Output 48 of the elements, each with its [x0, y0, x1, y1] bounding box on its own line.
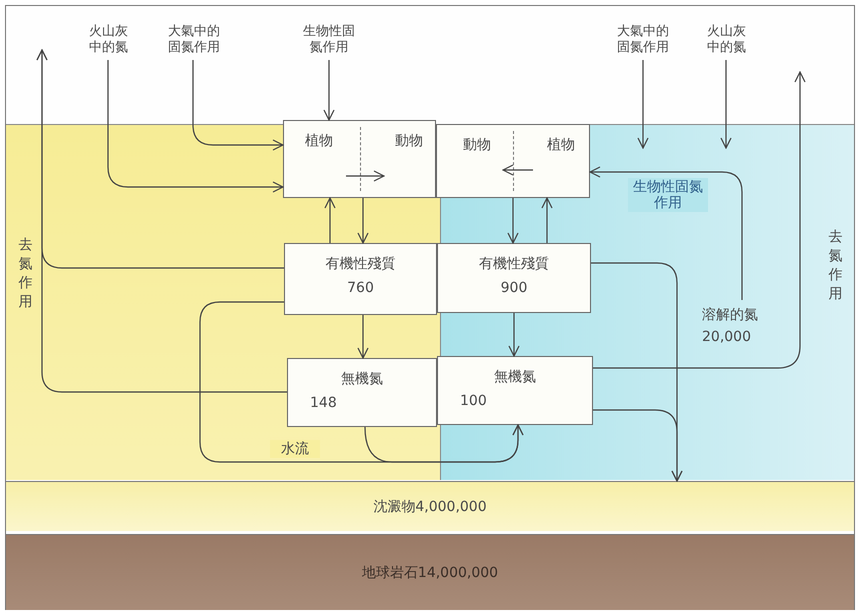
- sediment-layer: 沈澱物4,000,000: [6, 481, 854, 531]
- arrow: [107, 60, 284, 193]
- pool-name: 有機性殘質: [478, 255, 550, 274]
- bedrock-layer: 地球岩石14,000,000: [6, 534, 854, 610]
- pool-value: 760: [346, 279, 375, 298]
- arrow: [502, 164, 533, 176]
- pool-box: [284, 243, 437, 315]
- pool-box: [287, 358, 437, 427]
- pool-name: 無機氮: [340, 370, 384, 389]
- arrow: [357, 198, 369, 244]
- biota-box: [283, 120, 436, 198]
- arrow: [593, 71, 806, 369]
- arrow: [357, 315, 369, 359]
- arrow: [508, 313, 520, 357]
- organism-label: 動物: [384, 133, 434, 181]
- biota-box: [436, 124, 590, 198]
- arrow: [323, 60, 335, 121]
- pool-name: 有機性殘質: [324, 255, 396, 274]
- organism-label: 植物: [292, 133, 346, 181]
- arrow: [593, 409, 683, 482]
- source-label: 火山灰中的氮: [88, 24, 129, 60]
- source-label: 大氣中的固氮作用: [616, 24, 670, 60]
- edge-label: 生物性固氮作用: [628, 178, 708, 212]
- pool-value: 900: [500, 279, 528, 298]
- arrow: [192, 60, 284, 151]
- pool-name: 無機氮: [493, 368, 537, 387]
- pool-label: 溶解的氮 20,000: [696, 300, 776, 358]
- arrow: [720, 60, 732, 149]
- source-label: 生物性固氮作用: [302, 24, 356, 60]
- arrow: [346, 170, 385, 182]
- pool-box: [437, 243, 591, 313]
- arrow: [324, 197, 336, 243]
- process-label: 去氮作用: [18, 236, 33, 312]
- pool-value: 100: [459, 392, 488, 411]
- arrow: [541, 197, 553, 243]
- arrow: [589, 166, 743, 300]
- organism-label: 動物: [451, 137, 503, 185]
- source-label: 火山灰中的氮: [706, 24, 747, 60]
- process-label: 去氮作用: [828, 228, 843, 304]
- source-label: 大氣中的固氮作用: [167, 24, 221, 60]
- edge-label: 水流: [270, 440, 320, 458]
- arrow: [36, 49, 287, 393]
- arrow: [637, 60, 649, 149]
- organism-label: 植物: [533, 137, 589, 185]
- arrow: [507, 198, 519, 244]
- pool-value: 148: [309, 394, 338, 413]
- arrow: [364, 424, 524, 463]
- pool-box: [437, 356, 593, 425]
